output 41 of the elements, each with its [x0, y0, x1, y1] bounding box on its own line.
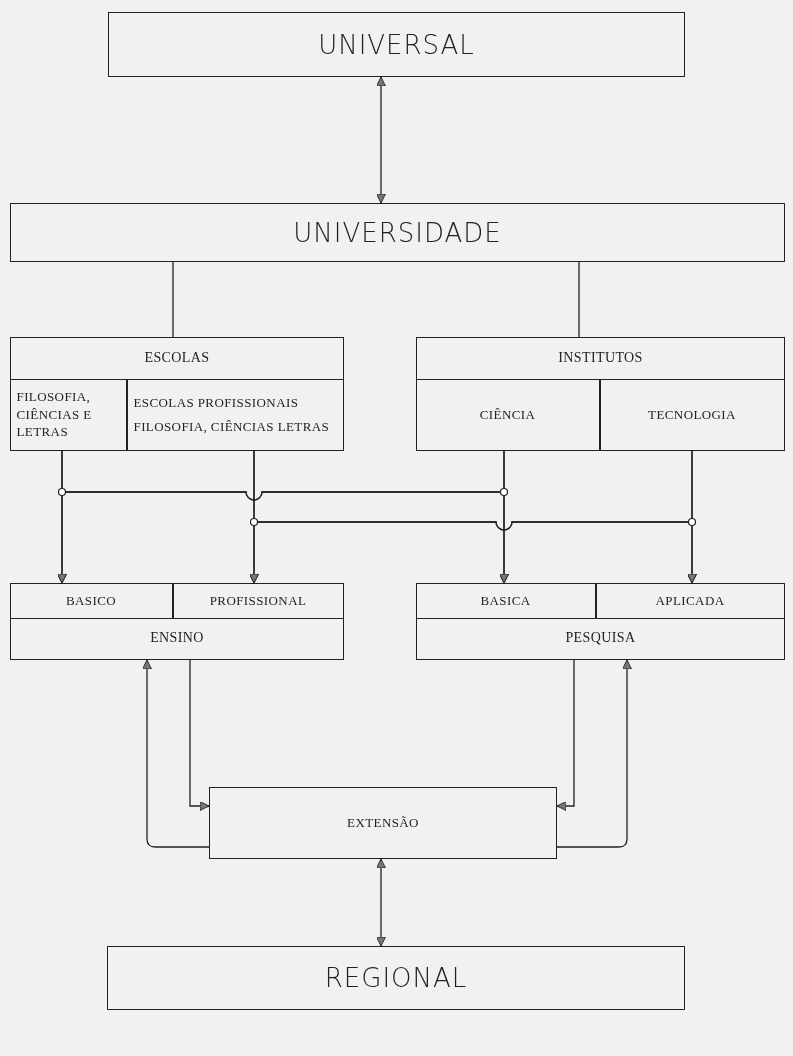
box-heading: ESCOLAS — [143, 349, 211, 367]
process-box — [10, 337, 344, 451]
box-heading: ENSINO — [149, 629, 205, 647]
arrow — [376, 76, 386, 204]
category-box — [415, 378, 600, 451]
arrow — [189, 659, 210, 811]
box-label: CIÊNCIA — [479, 405, 536, 424]
process-box — [108, 12, 685, 77]
process-box — [10, 583, 344, 660]
category-box — [9, 378, 127, 451]
box-label: EXTENSÃO — [347, 814, 419, 832]
category-box — [172, 582, 344, 619]
box-label: PROFISSIONAL — [209, 591, 307, 610]
box-label: UNIVERSIDADE — [293, 217, 502, 248]
category-box — [9, 582, 173, 619]
category-box — [415, 582, 596, 619]
process-box — [416, 337, 785, 451]
process-box — [416, 583, 785, 660]
process-box — [209, 787, 557, 859]
box-label: REGIONAL — [324, 963, 468, 993]
box-label: FILOSOFIA, CIÊNCIAS LETRAS — [133, 417, 330, 436]
category-box — [595, 582, 785, 619]
box-label: UNIVERSAL — [318, 29, 475, 60]
box-label: BASICA — [480, 591, 531, 610]
box-label: APLICADA — [655, 591, 725, 610]
box-label: ESCOLAS PROFISSIONAIS — [133, 393, 299, 412]
box-label: TECNOLOGIA — [648, 405, 736, 424]
arrow — [142, 659, 210, 848]
process-box — [107, 946, 685, 1010]
box-heading: INSTITUTOS — [557, 349, 644, 367]
process-box — [10, 203, 785, 262]
box-heading: PESQUISA — [564, 629, 637, 647]
category-box — [599, 378, 785, 451]
arrow — [687, 450, 697, 584]
category-box — [126, 378, 344, 451]
box-label: FILOSOFIA, CIÊNCIAS E LETRAS — [16, 388, 93, 441]
box-label: BASICO — [65, 591, 117, 610]
arrow — [499, 450, 509, 584]
arrow — [556, 659, 632, 848]
arrow — [376, 858, 386, 947]
arrow — [556, 659, 575, 811]
